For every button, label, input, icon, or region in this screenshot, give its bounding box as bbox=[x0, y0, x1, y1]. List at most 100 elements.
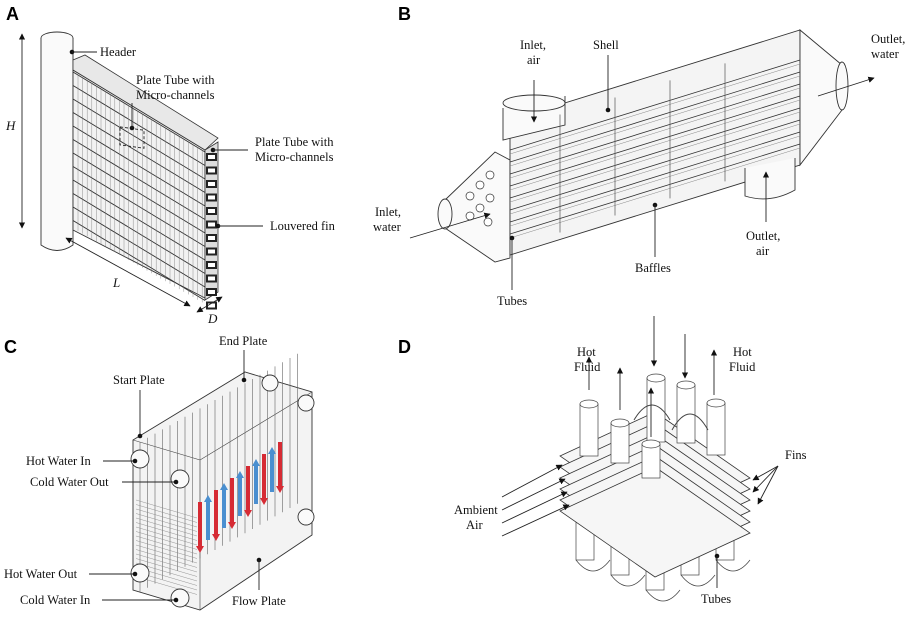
hot-flow-arrow-shaft bbox=[246, 466, 250, 510]
inlet-water-label-line1: Inlet, bbox=[375, 205, 401, 219]
channel-opening bbox=[208, 249, 215, 254]
hot-flow-arrow-head bbox=[228, 522, 236, 529]
plate-corrugation bbox=[135, 513, 198, 532]
header-cylinder bbox=[40, 38, 74, 251]
panel-letter-d: D bbox=[398, 337, 411, 357]
plate-corrugation bbox=[135, 558, 198, 577]
tube-line-shadow bbox=[509, 111, 801, 203]
end-plate-label: End Plate bbox=[219, 334, 268, 348]
plate-corrugation bbox=[135, 549, 198, 568]
plate-tube-line bbox=[72, 71, 206, 153]
cold-flow-arrow-head bbox=[236, 471, 244, 478]
channel-opening bbox=[208, 168, 215, 173]
tube-line-shadow bbox=[509, 87, 801, 179]
shell-label: Shell bbox=[593, 38, 619, 52]
tube-line-shadow bbox=[509, 99, 801, 191]
plate-corrugation bbox=[135, 504, 198, 523]
panel-a: A H L D Header Plate Tube with bbox=[5, 4, 336, 326]
tube-line-shadow bbox=[509, 123, 801, 215]
outlet-air-label-line2: air bbox=[756, 244, 770, 258]
plate-corrugation bbox=[135, 526, 198, 546]
length-dimension-arrow bbox=[65, 237, 191, 307]
header-label: Header bbox=[100, 45, 137, 59]
cold-water-out-leader-dot bbox=[173, 479, 179, 485]
hot-flow-arrow-shaft bbox=[278, 442, 282, 486]
tubesheet-hole bbox=[475, 180, 485, 190]
tubesheet-hole bbox=[483, 217, 493, 227]
cold-water-in-label: Cold Water In bbox=[20, 593, 91, 607]
panel-d: D Hot Fluid Hot Fluid Fins Ambient Air T… bbox=[398, 316, 807, 606]
hot-fluid-left-label-line1: Hot bbox=[577, 345, 596, 359]
upper-tube bbox=[579, 403, 599, 457]
tubesheet-holes bbox=[465, 170, 495, 227]
hot-water-out-leader-dot bbox=[132, 571, 138, 577]
fin-core-lines bbox=[72, 71, 217, 310]
tube-line-shadow bbox=[509, 63, 801, 155]
tube-line bbox=[509, 83, 801, 175]
upper-tube-bend bbox=[633, 404, 671, 421]
ambient-air-arrow-1 bbox=[501, 464, 563, 498]
ambient-air-arrow-3 bbox=[501, 491, 568, 524]
tube-line-shadow bbox=[509, 75, 801, 167]
length-dimension-label: L bbox=[112, 275, 120, 290]
hot-flow-arrow-shaft bbox=[262, 454, 266, 498]
cold-water-in-leader-dot bbox=[173, 597, 179, 603]
channel-opening bbox=[208, 155, 215, 159]
right-outlet-nozzle bbox=[835, 61, 849, 111]
upper-tube-bend bbox=[671, 413, 709, 431]
tubesheet-hole bbox=[485, 170, 495, 180]
plate-corrugation bbox=[135, 517, 198, 537]
end-plate-leader-dot bbox=[241, 377, 247, 383]
start-plate-label: Start Plate bbox=[113, 373, 165, 387]
height-dimension-label: H bbox=[5, 118, 16, 133]
hot-flow-arrow-head bbox=[276, 486, 284, 493]
ambient-air-arrow-2 bbox=[501, 478, 566, 511]
plate-tube-line bbox=[72, 166, 206, 247]
lower-tube-bend bbox=[575, 559, 611, 572]
cold-water-in-port bbox=[170, 588, 190, 608]
inlet-air-label-line1: Inlet, bbox=[520, 38, 546, 52]
upper-tubes bbox=[579, 373, 726, 479]
tube-line-shadow bbox=[509, 147, 801, 239]
fin-plate bbox=[559, 466, 751, 578]
depth-dimension-label: D bbox=[207, 311, 218, 326]
panel-c: C End Plate Start Plate Hot Water In Col… bbox=[4, 334, 315, 611]
channel-opening bbox=[208, 263, 215, 267]
fin-stack bbox=[559, 411, 751, 578]
lower-tube-bend bbox=[715, 559, 751, 572]
upper-tube bbox=[641, 443, 661, 479]
depth-dimension-arrow bbox=[196, 296, 223, 313]
upper-tube bbox=[610, 422, 630, 464]
cold-flow-arrow-shaft bbox=[238, 478, 242, 516]
upper-tube-opening bbox=[641, 439, 661, 449]
flow-arrows bbox=[196, 442, 284, 553]
hot-flow-arrow-head bbox=[260, 498, 268, 505]
finned-tube-drawing bbox=[559, 373, 751, 602]
cold-water-out-label: Cold Water Out bbox=[30, 475, 109, 489]
tube-line-shadow bbox=[509, 135, 801, 227]
fins-arrow-2 bbox=[752, 465, 779, 493]
panel-letter-a: A bbox=[6, 4, 19, 24]
hot-flow-arrow-head bbox=[212, 534, 220, 541]
channel-opening bbox=[208, 303, 215, 308]
channel-opening bbox=[208, 236, 215, 240]
tubesheet-hole bbox=[485, 193, 495, 203]
hot-flow-arrow-shaft bbox=[214, 490, 218, 534]
plate-corrugation bbox=[135, 522, 198, 541]
ambient-air-arrow-4 bbox=[501, 504, 570, 537]
cold-flow-arrow-shaft bbox=[270, 454, 274, 492]
hot-flow-arrow-head bbox=[196, 546, 204, 553]
tube-line bbox=[509, 119, 801, 211]
tube-line bbox=[509, 107, 801, 199]
fins-arrow-1 bbox=[752, 465, 779, 481]
panel-b: B Inlet, air Shell Out bbox=[373, 4, 905, 308]
upper-tube-opening bbox=[706, 398, 726, 408]
outlet-water-label-line2: water bbox=[871, 47, 900, 61]
left-inlet-nozzle bbox=[437, 198, 453, 230]
upper-tube-opening bbox=[646, 373, 666, 383]
plate-tube-line bbox=[72, 152, 206, 234]
hot-water-out-label: Hot Water Out bbox=[4, 567, 78, 581]
tube-line bbox=[509, 143, 801, 235]
outlet-water-arrow bbox=[817, 76, 875, 97]
plate-exchanger-drawing bbox=[130, 353, 315, 611]
